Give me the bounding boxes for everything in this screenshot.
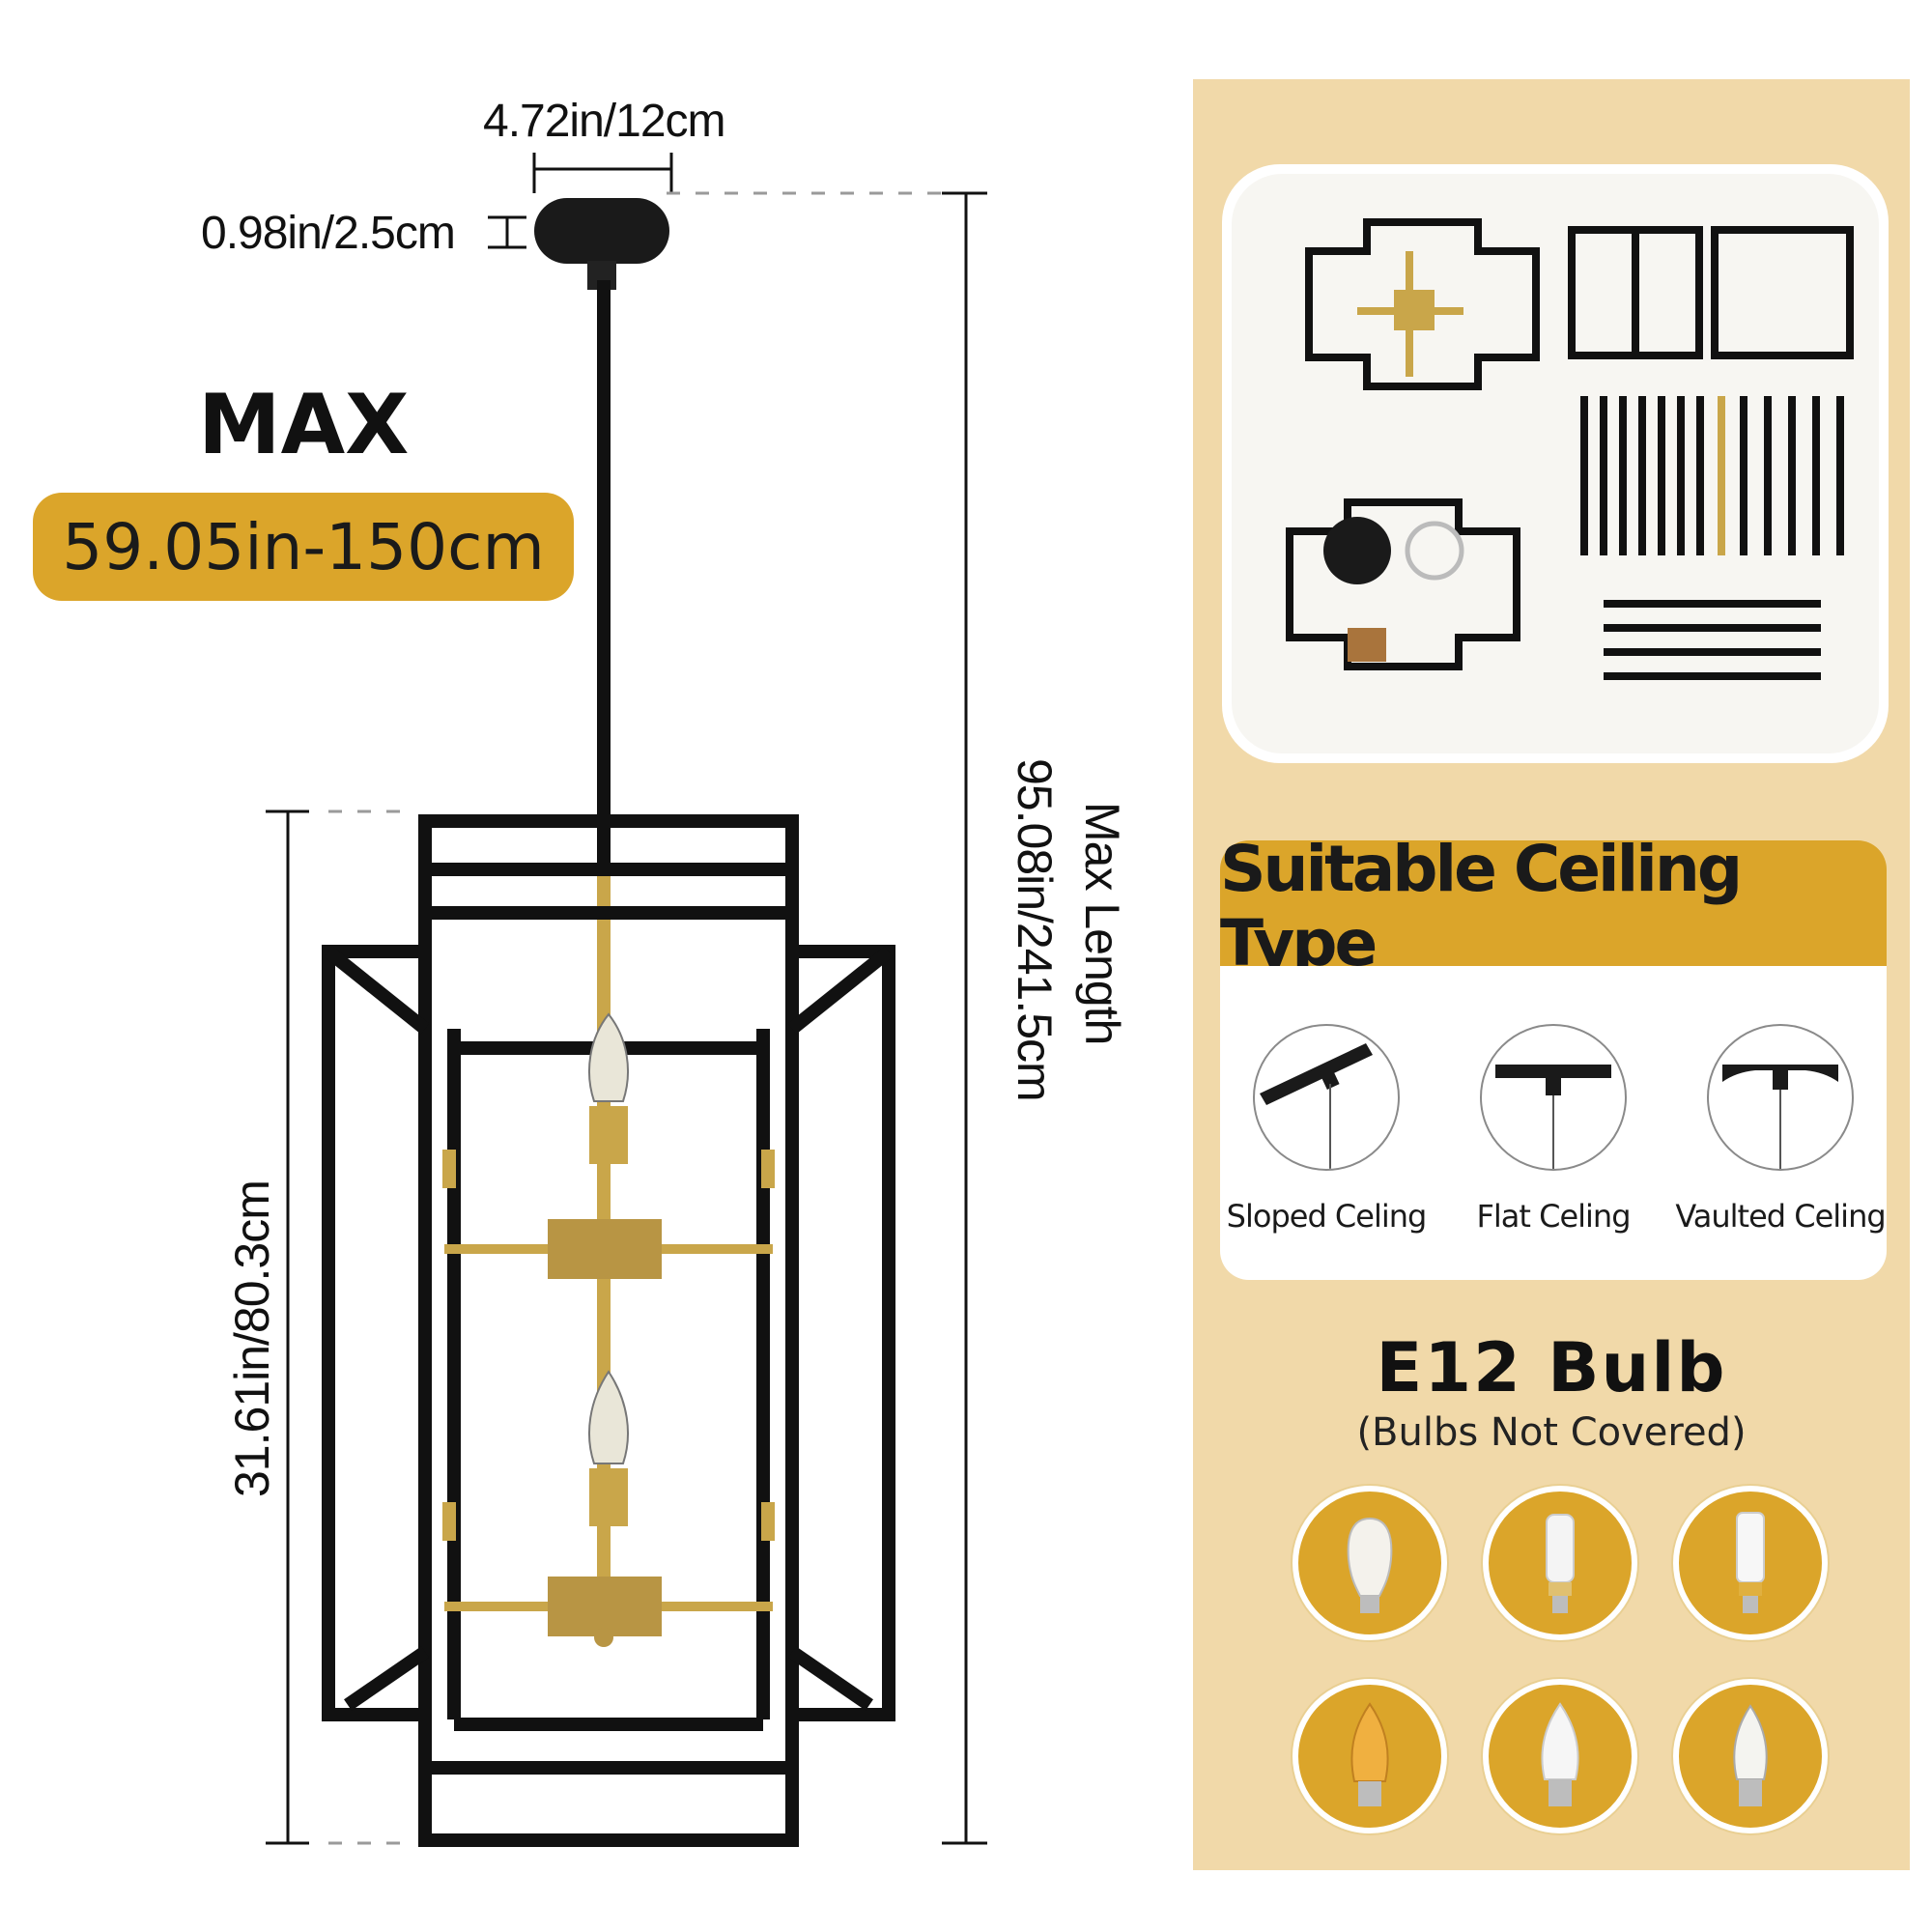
parts-illustration — [1286, 218, 1854, 680]
ceiling-type-title: Suitable Ceiling Type — [1220, 831, 1743, 980]
chandelier-illustration — [266, 153, 987, 1847]
frosted-candle-bulb-icon — [1483, 1679, 1637, 1833]
corn-bulb-gold-icon — [1673, 1486, 1828, 1640]
flat-ceiling-icon — [1480, 1024, 1627, 1171]
max-rod-value: 59.05in-150cm — [62, 509, 545, 584]
ceiling-type-item: Flat Celing — [1447, 1024, 1660, 1235]
ceiling-type-banner: Suitable Ceiling Type — [1220, 832, 1887, 980]
canopy-width-label: 4.72in/12cm — [483, 96, 725, 147]
amber-candle-bulb-icon — [1293, 1679, 1447, 1833]
clear-candle-bulb-icon — [1673, 1679, 1828, 1833]
ceiling-type-label: Flat Celing — [1476, 1198, 1631, 1235]
ceiling-type-label: Vaulted Celing — [1675, 1198, 1886, 1235]
vaulted-ceiling-icon — [1707, 1024, 1854, 1171]
parts-card — [1222, 164, 1889, 763]
max-title: MAX — [198, 377, 410, 473]
sloped-ceiling-icon — [1253, 1024, 1400, 1171]
ceiling-type-list: Sloped Celing Flat Celing Vaulted Celing — [1220, 966, 1887, 1280]
st64-bulb-icon — [1293, 1486, 1447, 1640]
dimension-lines — [266, 153, 987, 1845]
canopy-height-label: 0.98in/2.5cm — [201, 208, 456, 259]
max-rod-badge: 59.05in-150cm — [33, 493, 574, 601]
ceiling-type-item: Vaulted Celing — [1674, 1024, 1887, 1235]
corn-bulb-icon — [1483, 1486, 1637, 1640]
ceiling-type-label: Sloped Celing — [1226, 1198, 1428, 1235]
ceiling-type-item: Sloped Celing — [1220, 1024, 1433, 1235]
bulb-title: E12 Bulb — [1376, 1328, 1727, 1407]
bulb-subtitle: (Bulbs Not Covered) — [1356, 1410, 1747, 1455]
